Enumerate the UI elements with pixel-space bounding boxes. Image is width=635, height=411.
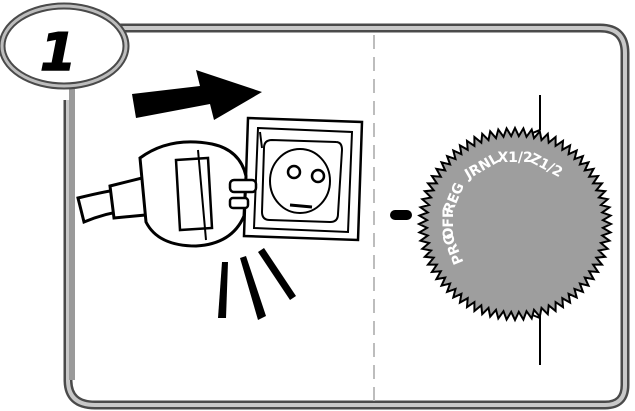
dial-label-off: OFF <box>441 208 457 239</box>
dial-label-x1-2: X1/2 <box>497 150 532 166</box>
dial-knurled-edge <box>416 125 614 323</box>
arrow-right-icon <box>132 70 262 120</box>
wall-socket-icon <box>242 116 364 242</box>
step-number: 1 <box>40 23 76 83</box>
step-badge: 1 <box>0 2 130 90</box>
frame <box>63 23 630 410</box>
motion-lines <box>218 248 296 320</box>
dial-pointer <box>390 210 412 220</box>
plug-icon <box>76 140 258 248</box>
